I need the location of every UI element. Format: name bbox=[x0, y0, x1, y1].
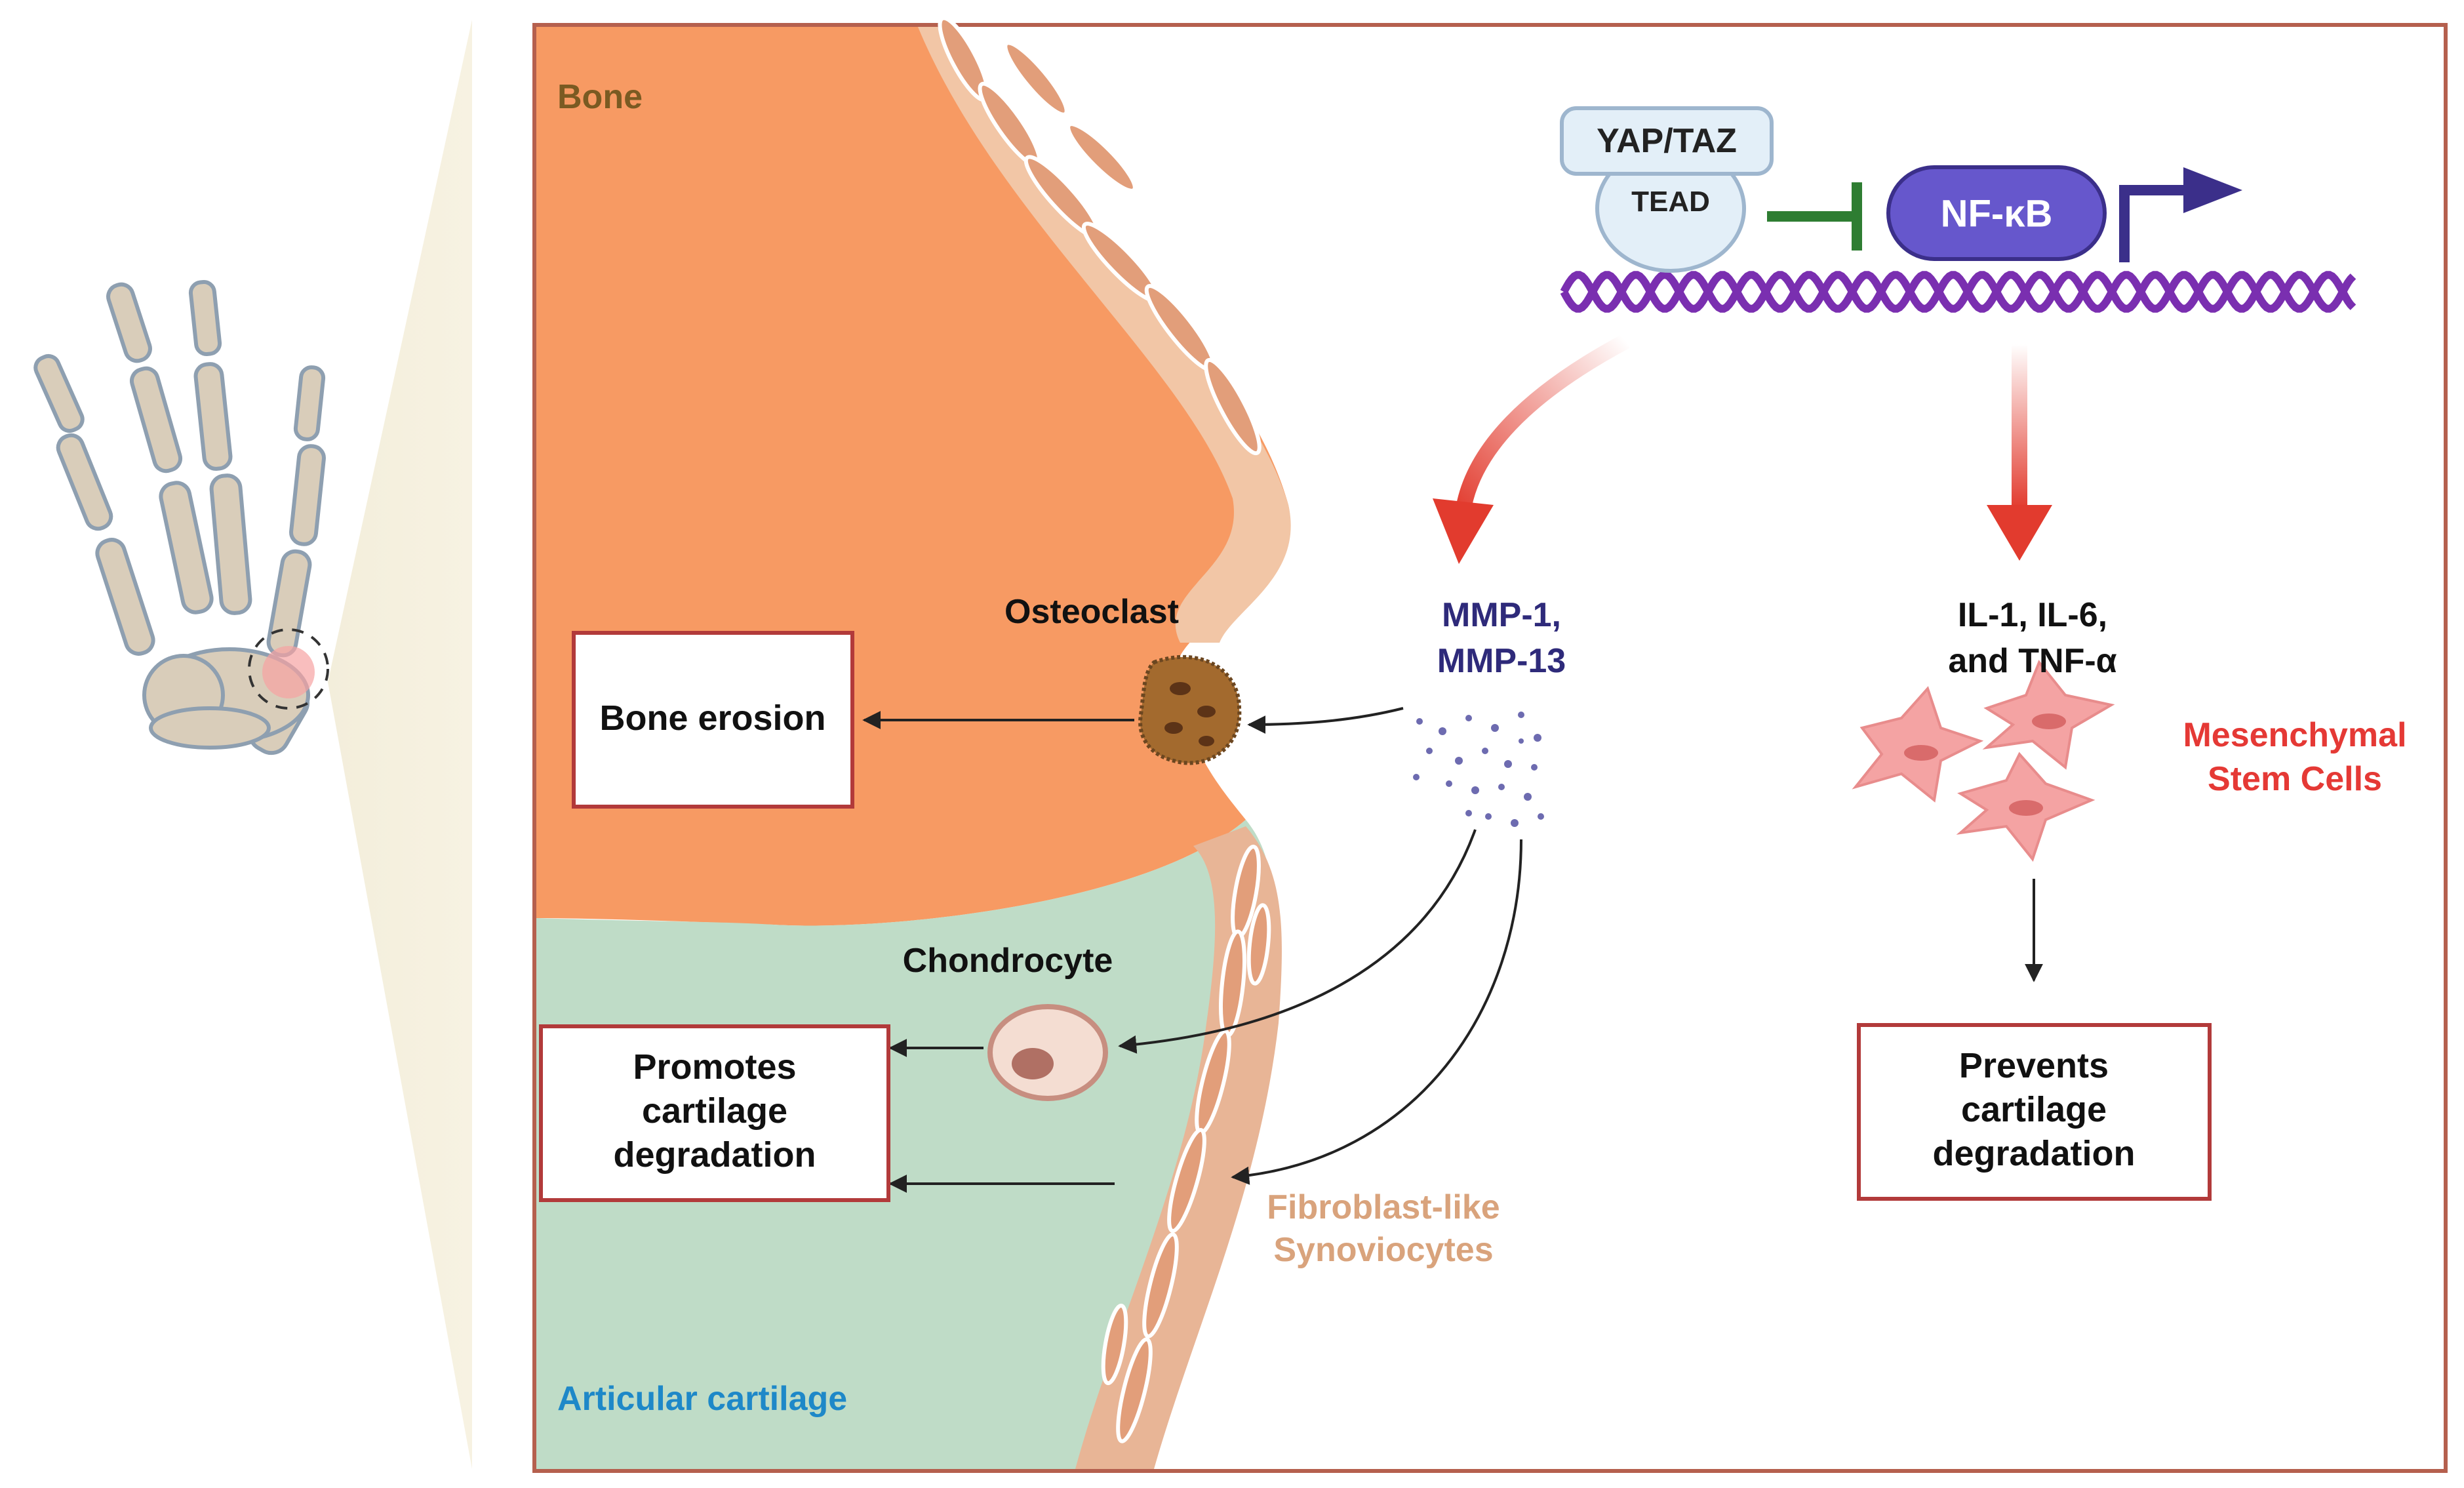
bone-erosion-box bbox=[572, 631, 854, 809]
articular-cartilage-label: Articular cartilage bbox=[557, 1380, 847, 1418]
msc-label-line-2: Stem Cells bbox=[2208, 760, 2382, 798]
prevents-line-2: cartilage bbox=[1961, 1090, 2107, 1129]
transcription-start-arrow bbox=[2119, 185, 2190, 262]
arrow-mmp-to-osteoclast bbox=[1247, 707, 1404, 734]
arrow-mmp-to-chondrocyte bbox=[1118, 829, 1477, 1054]
promotes-line-1: Promotes bbox=[633, 1047, 796, 1087]
black-arrows bbox=[862, 707, 2043, 1193]
zoom-projection bbox=[328, 20, 472, 1469]
tead-label: TEAD bbox=[1631, 186, 1710, 218]
promotes-line-3: degradation bbox=[613, 1135, 816, 1175]
msc-label-line-1: Mesenchymal bbox=[2183, 716, 2406, 754]
yap-taz-protein bbox=[1560, 106, 1774, 176]
fls-label-line-1: Fibroblast-like bbox=[1267, 1188, 1500, 1226]
bone-label: Bone bbox=[557, 78, 643, 116]
joint-zoom-circle bbox=[248, 628, 329, 710]
cytokines-label-line-2: and TNF-α bbox=[1948, 642, 2116, 680]
mmp-label-line-2: MMP-13 bbox=[1437, 642, 1566, 680]
chondrocyte-label: Chondrocyte bbox=[903, 942, 1113, 980]
cytokines-label-line-1: IL-1, IL-6, bbox=[1958, 596, 2107, 634]
yap-taz-label: YAP/TAZ bbox=[1597, 122, 1737, 160]
red-arrow-to-mmp bbox=[1454, 334, 1630, 519]
red-arrowhead-to-mmp bbox=[1433, 498, 1494, 564]
promotes-line-2: cartilage bbox=[642, 1091, 787, 1131]
transcription-arrowhead bbox=[2183, 167, 2242, 213]
prevents-line-1: Prevents bbox=[1959, 1046, 2109, 1085]
dna-helix bbox=[1560, 271, 2356, 313]
synovial-membrane bbox=[918, 16, 1291, 1469]
bone-erosion-text: Bone erosion bbox=[599, 698, 825, 738]
chondrocyte-cell bbox=[987, 1004, 1108, 1101]
prevents-degradation-box bbox=[1857, 1023, 2212, 1201]
inflamed-joint-highlight bbox=[262, 646, 315, 698]
mesenchymal-stem-cells bbox=[1852, 660, 2115, 862]
osteoclast-label: Osteoclast bbox=[1004, 593, 1179, 631]
dna-strand bbox=[1560, 271, 2356, 313]
prevents-line-3: degradation bbox=[1932, 1134, 2135, 1173]
nfkb-label: NF-κB bbox=[1941, 192, 2053, 235]
mmp-molecules bbox=[1413, 712, 1544, 827]
dna-strand bbox=[1560, 271, 2356, 313]
red-arrow-to-cytokines bbox=[2012, 344, 2027, 508]
red-arrowhead-to-cytokines bbox=[1987, 505, 2052, 561]
cartilage-region bbox=[536, 820, 1274, 1469]
hand-skeleton-illustration bbox=[33, 280, 326, 755]
arrow-mmp-to-synoviocytes bbox=[1231, 839, 1522, 1185]
osteoclast-cell bbox=[1138, 654, 1242, 765]
fls-label-line-2: Synoviocytes bbox=[1273, 1231, 1493, 1269]
mmp-label-line-1: MMP-1, bbox=[1442, 596, 1561, 634]
nfkb-protein bbox=[1886, 165, 2107, 261]
promotes-degradation-box bbox=[539, 1024, 890, 1202]
